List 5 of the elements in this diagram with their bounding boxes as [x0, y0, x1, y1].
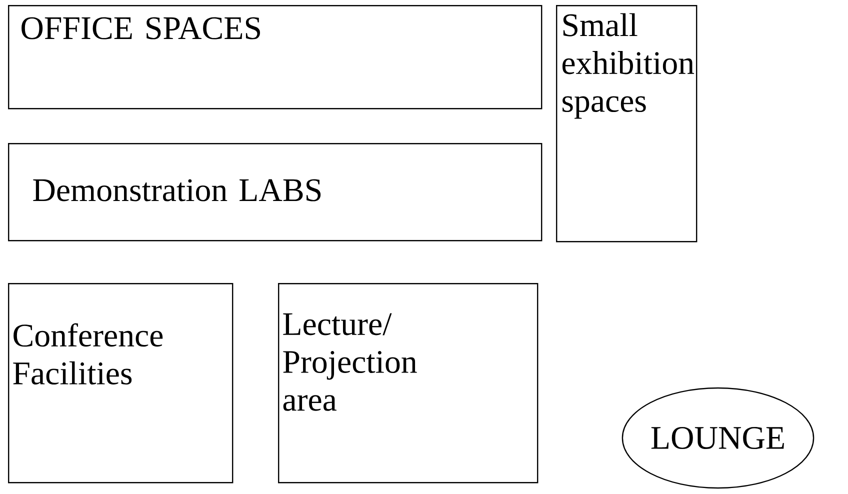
- room-box: Lecture/ Projection area: [278, 283, 538, 484]
- room-box: OFFICE SPACES: [8, 5, 542, 110]
- room-box: Demonstration LABS: [8, 143, 542, 242]
- room-box: Small exhibition spaces: [556, 5, 698, 242]
- room-box: Conference Facilities: [8, 283, 234, 484]
